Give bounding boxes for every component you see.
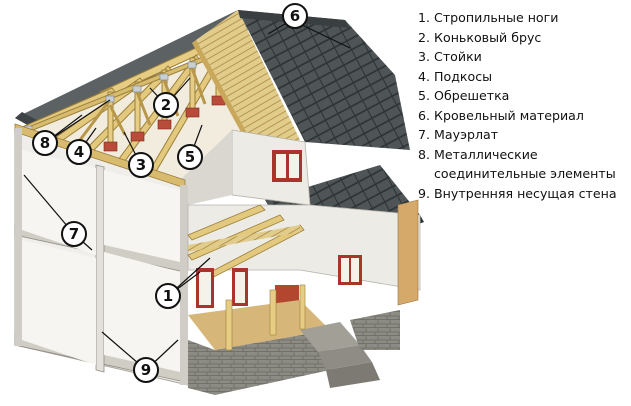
legend-list: 1. Стропильные ноги 2. Коньковый брус 3.… bbox=[418, 8, 628, 203]
upper-gable-wall bbox=[180, 129, 311, 206]
upper-window bbox=[272, 150, 302, 182]
svg-text:9: 9 bbox=[141, 361, 151, 379]
legend-text: Стойки bbox=[434, 49, 482, 64]
svg-text:3: 3 bbox=[136, 156, 146, 174]
legend-item: 3. Стойки bbox=[418, 47, 628, 67]
legend-number: 3. bbox=[418, 49, 431, 64]
legend-number: 4. bbox=[418, 68, 431, 84]
callout-2: 2 bbox=[153, 92, 179, 118]
svg-text:7: 7 bbox=[69, 225, 79, 243]
legend-item: 1. Стропильные ноги bbox=[418, 8, 628, 28]
svg-text:2: 2 bbox=[161, 96, 171, 114]
callout-7: 7 bbox=[61, 221, 87, 247]
callout-6: 6 bbox=[282, 3, 308, 29]
legend-text: Стропильные ноги bbox=[434, 10, 559, 25]
legend-text: Кровельный материал bbox=[434, 107, 584, 123]
callout-3: 3 bbox=[128, 152, 154, 178]
legend-number: 1. bbox=[418, 10, 431, 25]
legend-number: 5. bbox=[418, 88, 431, 103]
callout-5: 5 bbox=[177, 144, 203, 170]
legend-number: 6. bbox=[418, 107, 431, 123]
callout-1: 1 bbox=[155, 283, 181, 309]
callout-4: 4 bbox=[66, 139, 92, 165]
svg-text:1: 1 bbox=[163, 287, 173, 305]
legend-number: 9. bbox=[418, 185, 431, 201]
legend-text: Коньковый брус bbox=[434, 29, 542, 45]
porch-foundation bbox=[188, 284, 400, 395]
legend-item: 5. Обрешетка bbox=[418, 86, 628, 106]
legend-number: 8. bbox=[418, 146, 431, 162]
callout-8: 8 bbox=[32, 130, 58, 156]
legend-text: Внутренняя несущая стена bbox=[434, 185, 617, 201]
legend-item: 6. Кровельный материал bbox=[418, 106, 628, 126]
legend-text: Металлические bbox=[434, 146, 538, 162]
legend-text: Мауэрлат bbox=[434, 127, 499, 142]
legend-text-continuation: соединительные элементы bbox=[434, 166, 616, 181]
svg-text:4: 4 bbox=[74, 143, 84, 161]
legend-item: 2. Коньковый брус bbox=[418, 28, 628, 48]
svg-text:8: 8 bbox=[40, 134, 50, 152]
svg-text:6: 6 bbox=[290, 7, 300, 25]
legend-item: 7. Мауэрлат bbox=[418, 125, 628, 145]
legend-number: 7. bbox=[418, 127, 431, 142]
svg-text:5: 5 bbox=[185, 148, 195, 166]
legend-item: 8. Металлические соединительные элементы bbox=[418, 145, 628, 184]
legend-text: Подкосы bbox=[434, 68, 493, 84]
legend-number: 2. bbox=[418, 29, 431, 45]
callout-9: 9 bbox=[133, 357, 159, 383]
lower-facade bbox=[187, 199, 421, 325]
legend-item: 9. Внутренняя несущая стена bbox=[418, 184, 628, 204]
legend-text: Обрешетка bbox=[434, 88, 510, 103]
legend-item: 4. Подкосы bbox=[418, 67, 628, 87]
